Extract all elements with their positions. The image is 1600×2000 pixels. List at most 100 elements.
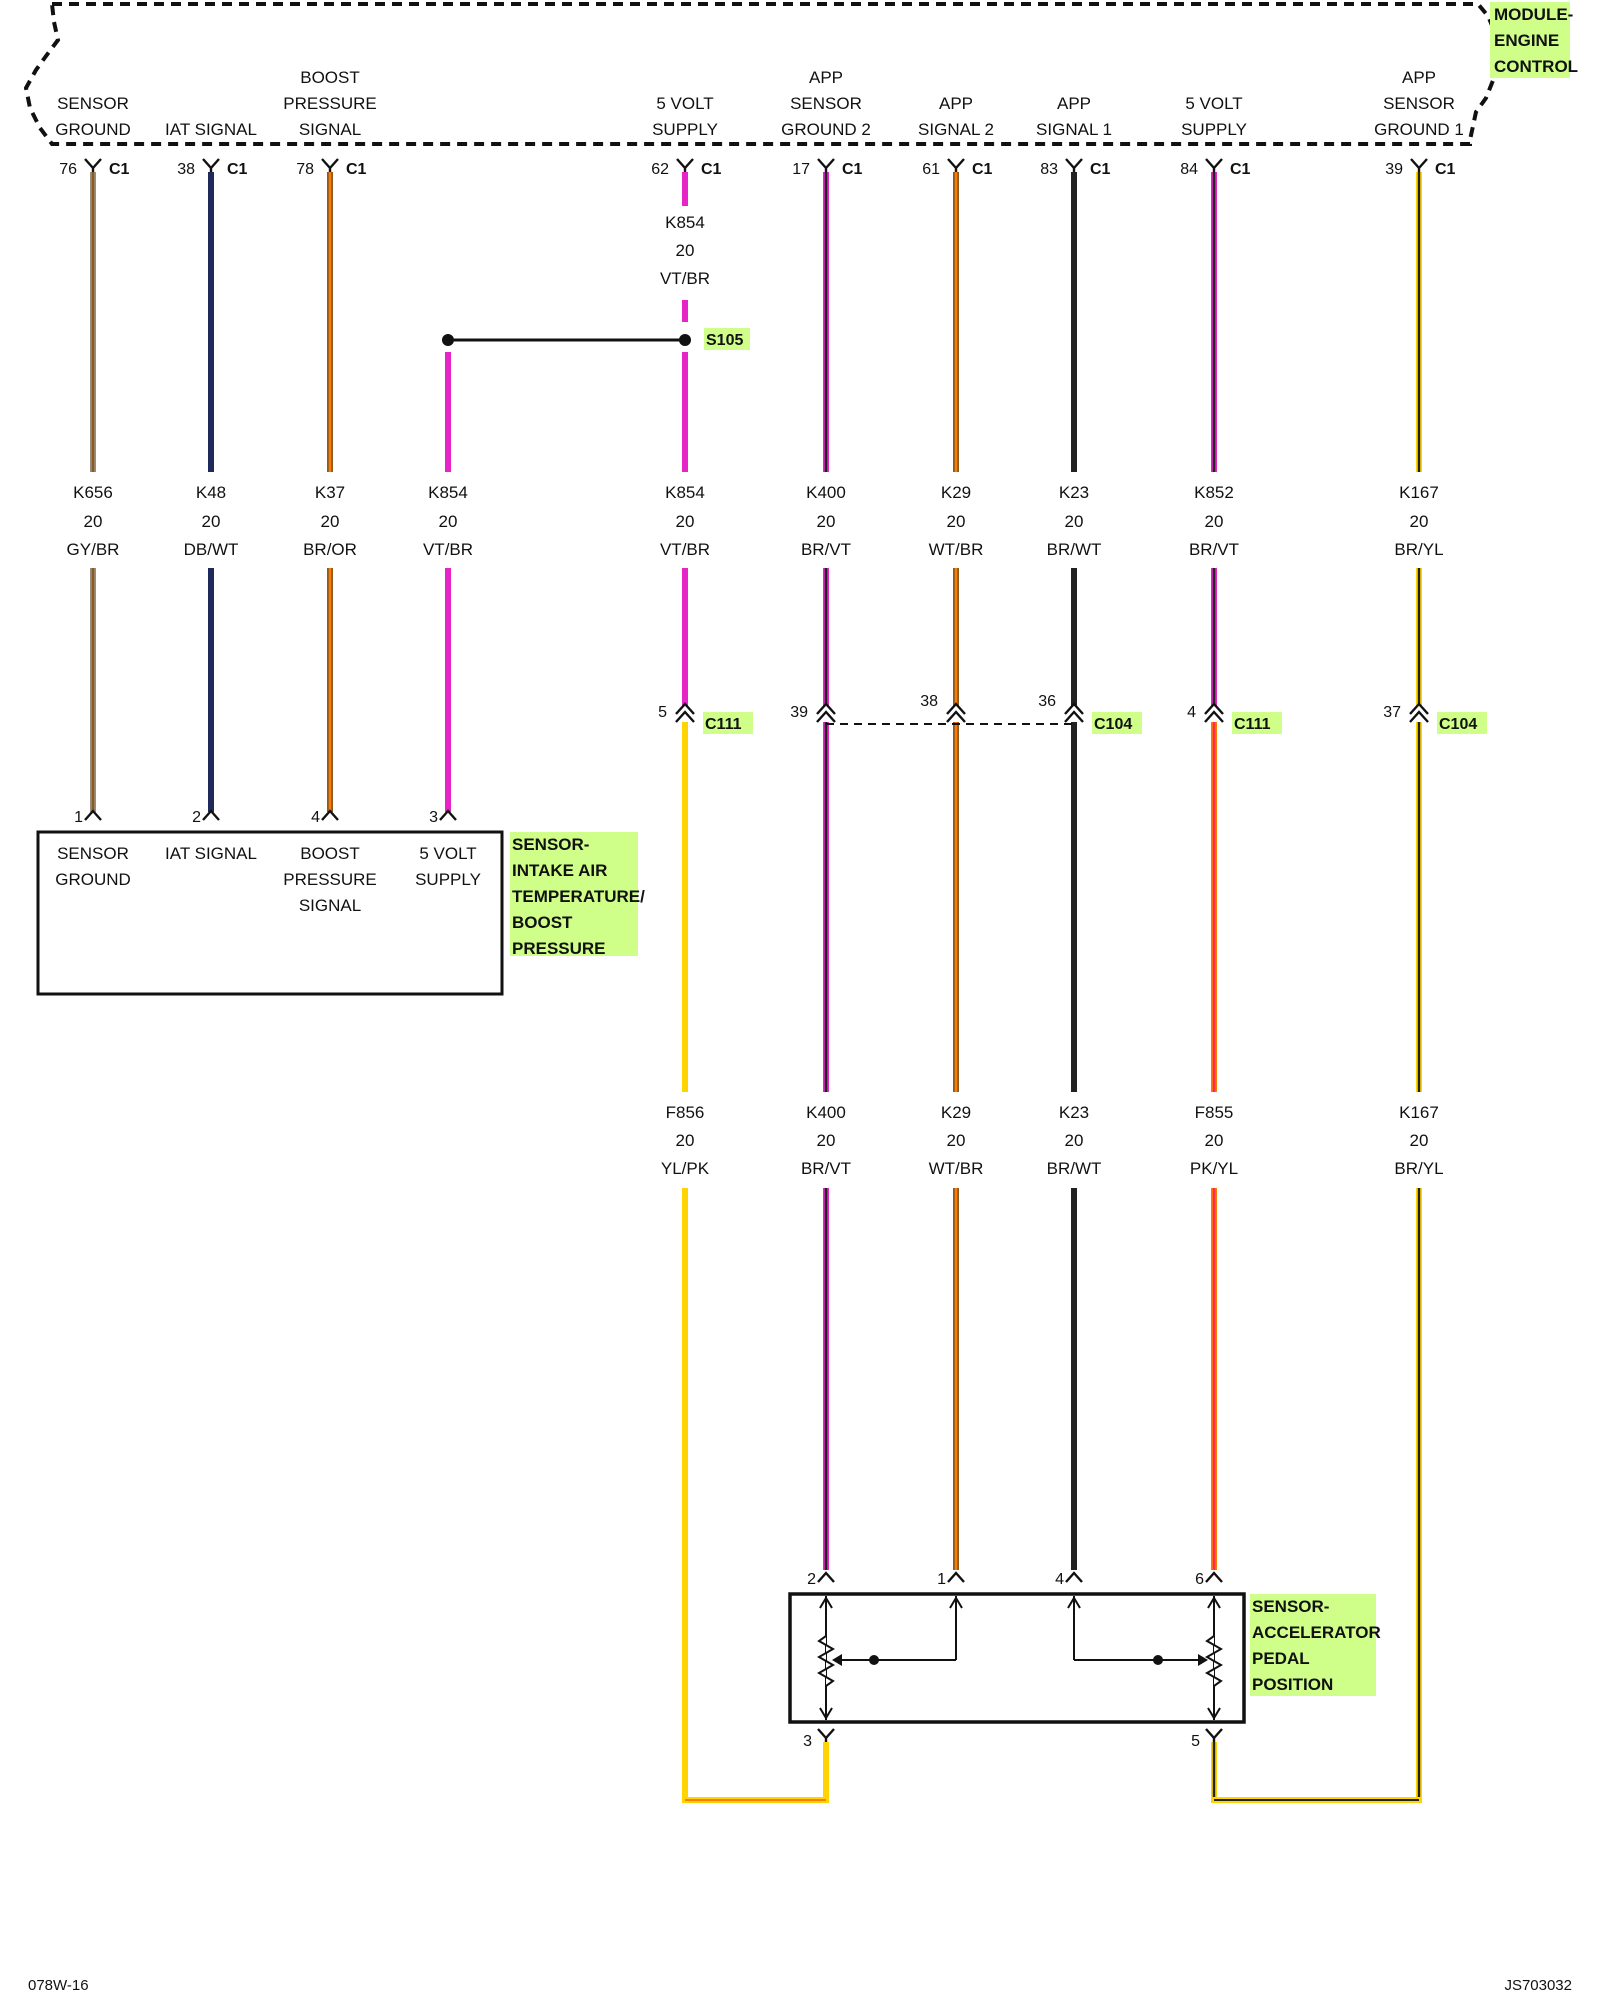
app-pin-symbol [1205,1571,1223,1583]
inline-connector-id: C111 [1234,716,1271,733]
iat-sensor-box [36,830,504,996]
app-internal-arrow [1207,1596,1221,1609]
module-pin-number: 17 [792,161,810,178]
app-resistor-2 [1204,1635,1224,1687]
inline-pin-number: 5 [658,704,667,721]
circuit-id: K400 [806,483,846,502]
wire-color-code: BR/VT [801,1159,851,1178]
wire-gauge: 20 [947,512,966,531]
module-pin-number: 83 [1040,161,1058,178]
iat-sensor-name: INTAKE AIR [512,861,607,880]
app-sensor-box [788,1592,1246,1724]
module-pin-label: SIGNAL 1 [1036,120,1112,139]
app-pin-number: 1 [937,1571,946,1588]
wire-gauge: 20 [1205,1131,1224,1150]
app-bottom-pin-symbol [1205,1728,1223,1742]
wire-gauge: 20 [1410,1131,1429,1150]
module-pin-label: GROUND 1 [1374,120,1464,139]
iat-sensor-name: TEMPERATURE/ [512,887,645,906]
module-pin-label: SUPPLY [1181,120,1247,139]
circuit-id: K854 [428,483,468,502]
module-pin-number: 76 [59,161,77,178]
module-pin-label: APP [809,68,843,87]
connector-fork-symbol [1410,158,1428,172]
inline-connector-id: C111 [705,716,742,733]
sensor-pin-symbol [439,809,457,821]
wire-color-code: BR/VT [801,540,851,559]
circuit-id: K852 [1194,483,1234,502]
iat-sensor-name: SENSOR- [512,835,589,854]
footer-left: 078W-16 [28,1977,89,1994]
circuit-id: K167 [1399,483,1439,502]
wire-color-code: YL/PK [661,1159,710,1178]
app-sensor-name: ACCELERATOR [1252,1623,1381,1642]
wire-gauge: 20 [676,512,695,531]
connector-fork-symbol [321,158,339,172]
sensor-pin-label: SENSOR [57,844,129,863]
sensor-pin-symbol [202,809,220,821]
circuit-id: K37 [315,483,345,502]
inline-pin-number: 4 [1187,704,1196,721]
module-pin-label: PRESSURE [283,94,377,113]
sensor-pin-label: IAT SIGNAL [165,844,257,863]
inline-connector-callout [703,712,753,734]
sensor-pin-number: 1 [74,809,83,826]
sensor-pin-symbol [321,809,339,821]
module-pin-label: SENSOR [57,94,129,113]
app-sensor-name: SENSOR- [1252,1597,1329,1616]
app-junction-dot [869,1655,879,1665]
sensor-pin-number: 3 [429,809,438,826]
inline-pin-number: 36 [1038,693,1056,710]
inline-pin-number: 37 [1383,704,1401,721]
wire-color-code: GY/BR [67,540,120,559]
inline-connector-symbol [1064,702,1084,723]
module-pin-number: 39 [1385,161,1403,178]
module-pin-label: BOOST [300,68,360,87]
app-pin-symbol [947,1571,965,1583]
inline-connector-id: C104 [1439,716,1477,733]
inline-connector-symbol [946,702,966,723]
app-internal-arrow [949,1596,963,1609]
circuit-id: F855 [1195,1103,1234,1122]
app-pin-number: 4 [1055,1571,1064,1588]
module-pin-label: SUPPLY [652,120,718,139]
module-pin-label: 5 VOLT [656,94,713,113]
module-connector-id: C1 [1090,161,1111,178]
shapes-layer [23,2,1570,1742]
wire-gauge: 20 [1205,512,1224,531]
wire-color-code: BR/WT [1047,540,1102,559]
module-connector-id: C1 [701,161,722,178]
circuit-id: K167 [1399,1103,1439,1122]
splice-dot [679,334,691,346]
circuit-id: F856 [666,1103,705,1122]
app-bottom-pin-number: 3 [803,1733,812,1750]
splice-callout [704,328,750,350]
inline-pin-number: 38 [920,693,938,710]
module-connector-id: C1 [842,161,863,178]
module-pin-label: IAT SIGNAL [165,120,257,139]
wire-color-code: BR/OR [303,540,357,559]
app-pin-symbol [817,1571,835,1583]
inline-connector-symbol [1204,702,1224,723]
circuit-id: K23 [1059,1103,1089,1122]
wire-color-code: BR/YL [1394,1159,1443,1178]
app-internal-arrow [819,1707,833,1720]
app-internal-arrow [819,1596,833,1609]
sensor-pin-label: SUPPLY [415,870,481,889]
module-pin-label: SENSOR [1383,94,1455,113]
app-pin-number: 6 [1195,1571,1204,1588]
module-pin-label: SIGNAL 2 [918,120,994,139]
wire-gauge: 20 [676,241,695,260]
sensor-pin-label: GROUND [55,870,131,889]
module-pin-label: SENSOR [790,94,862,113]
sensor-pin-label: SIGNAL [299,896,361,915]
module-pin-label: APP [1057,94,1091,113]
wire-color-code: BR/WT [1047,1159,1102,1178]
connector-fork-symbol [202,158,220,172]
wire-color-code: PK/YL [1190,1159,1238,1178]
module-connector-id: C1 [972,161,993,178]
inline-connector-symbol [675,702,695,723]
wire-color-code: DB/WT [184,540,239,559]
module-pin-label: GROUND [55,120,131,139]
module-pin-label: APP [939,94,973,113]
